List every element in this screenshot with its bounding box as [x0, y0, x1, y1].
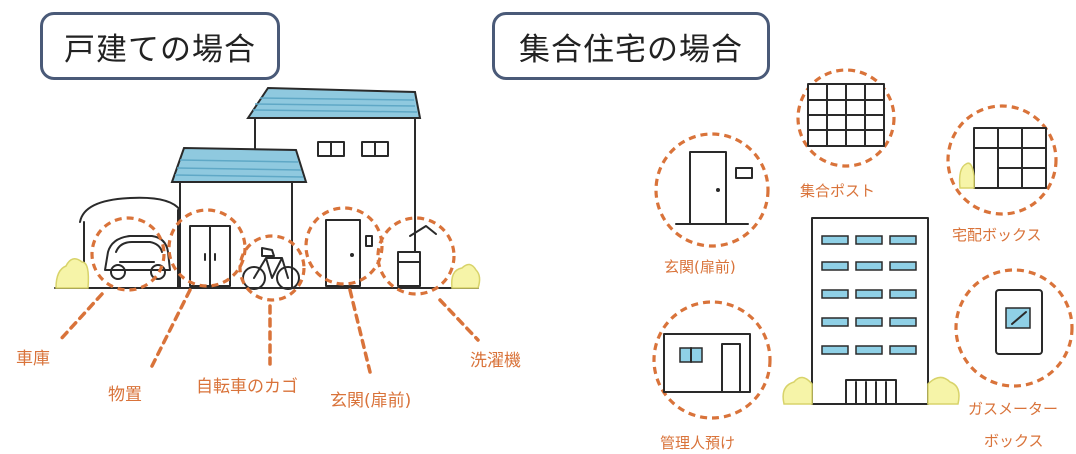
label-delivery-box: 宅配ボックス	[952, 226, 1042, 244]
tall-house-roof	[246, 86, 422, 119]
label-shared-mailbox: 集合ポスト	[800, 182, 875, 200]
shrub-right	[450, 263, 481, 289]
car	[104, 235, 171, 271]
shared-mailbox	[807, 83, 885, 147]
apt-shrub-right	[927, 376, 960, 405]
washer-leader	[438, 298, 480, 342]
delivery-box-highlight-circle	[946, 104, 1058, 216]
garage-highlight-circle	[90, 216, 166, 292]
apartment-title-box: 集合住宅の場合	[492, 12, 770, 80]
label-washing-machine: 洗濯機	[470, 351, 521, 371]
outdoor-lamp	[409, 225, 437, 237]
washing-machine	[397, 251, 421, 287]
apartment-windows	[821, 235, 917, 355]
house-illustration: 車庫 物置 自転車のカゴ 玄関(扉前) 洗濯機	[16, 86, 521, 411]
manager-highlight-circle	[652, 300, 772, 420]
carport-roof	[79, 196, 181, 223]
apartment-entrance	[845, 379, 897, 405]
apartment-building	[811, 217, 929, 405]
label-manager: 管理人預け	[660, 434, 735, 452]
label-bicycle-basket: 自転車のカゴ	[196, 376, 298, 397]
small-house-roof	[170, 146, 308, 183]
mailbox-highlight-circle	[796, 68, 896, 168]
delivery-box	[958, 127, 1047, 189]
entrance-leader	[348, 288, 372, 374]
house-title-box: 戸建ての場合	[40, 12, 280, 80]
garage-leader	[58, 292, 104, 342]
shrub-left	[55, 258, 90, 289]
apartment-title: 集合住宅の場合	[519, 31, 743, 68]
label-house-entrance: 玄関(扉前)	[330, 391, 411, 411]
label-garage: 車庫	[16, 349, 50, 369]
label-gas-meter-line2: ボックス	[984, 432, 1044, 450]
washer-highlight-circle	[376, 216, 456, 296]
apt-entrance-highlight-circle	[654, 132, 770, 248]
gas-meter-highlight-circle	[954, 268, 1074, 388]
storage-highlight-circle	[167, 208, 247, 288]
label-gas-meter-line1: ガスメーター	[968, 400, 1058, 418]
bicycle-highlight-circle	[238, 234, 306, 302]
apt-entrance-door	[675, 151, 753, 225]
gas-meter-box	[995, 289, 1043, 355]
manager-office	[663, 333, 751, 393]
house-title: 戸建ての場合	[64, 31, 256, 68]
entrance-highlight-circle	[304, 206, 384, 286]
storage-leader	[148, 288, 192, 372]
label-storage: 物置	[108, 385, 142, 405]
front-door	[325, 219, 361, 287]
apartment-illustration: 集合ポスト 玄関(扉前) 宅配ボックス	[652, 68, 1074, 452]
apt-shrub-left	[782, 376, 813, 405]
label-apt-entrance: 玄関(扉前)	[664, 258, 736, 276]
